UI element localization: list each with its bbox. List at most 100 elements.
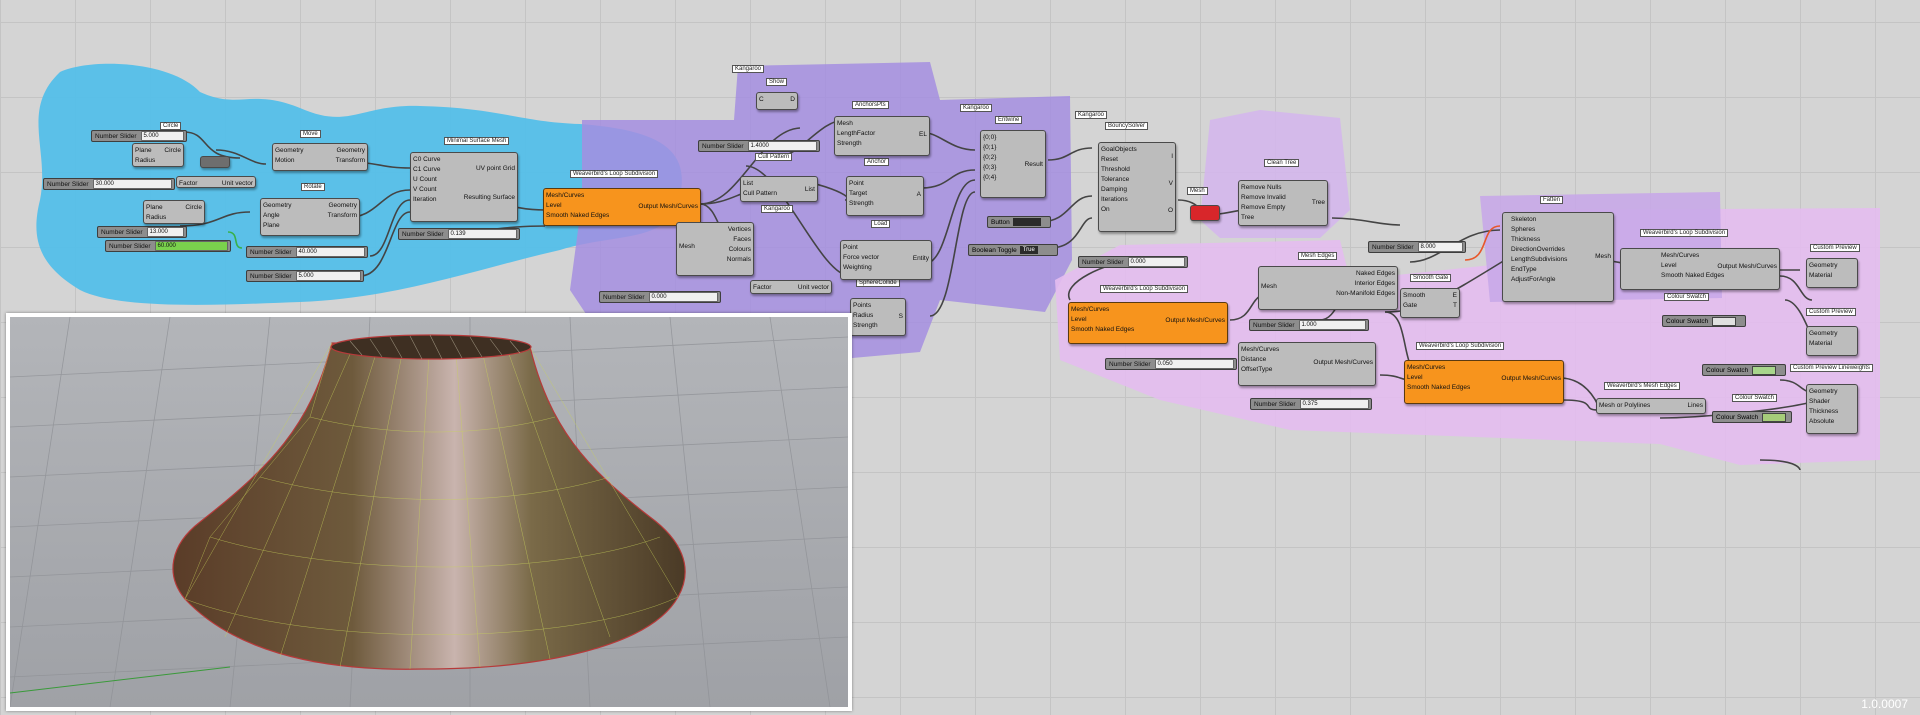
rhino-viewport[interactable] (6, 313, 852, 711)
slider-value[interactable]: 40.000 (295, 247, 365, 257)
component-weaverbird-edges[interactable]: Mesh or Polylines Lines (1596, 398, 1706, 414)
label-load: Load (871, 220, 891, 228)
colour-swatch[interactable]: Colour Swatch (1712, 411, 1792, 423)
slider-value[interactable]: 30.000 (92, 179, 172, 189)
slider-value[interactable]: 1.000 (1298, 320, 1366, 330)
input-param: Level (1071, 316, 1087, 323)
slider-value[interactable]: 0.050 (1154, 359, 1234, 369)
output-param: Mesh (1595, 253, 1611, 260)
slider-value[interactable]: 8.000 (1417, 242, 1463, 252)
output-param: Non-Manifold Edges (1336, 290, 1395, 297)
input-param: Weighting (843, 264, 872, 271)
slider-value[interactable]: 60.000 (154, 241, 228, 251)
input-param: Strength (853, 322, 878, 329)
component-mesh-param[interactable] (1190, 205, 1220, 221)
colour-swatch[interactable]: Colour Swatch (1662, 315, 1746, 327)
slider-value[interactable]: 0.000 (648, 292, 718, 302)
input-param: OffsetType (1241, 366, 1273, 373)
label-swatch1: Colour Swatch (1664, 293, 1710, 301)
input-param: Mesh (837, 120, 853, 127)
output-param: D (790, 96, 795, 103)
slider-value[interactable]: 5.000 (295, 271, 361, 281)
input-param: C0 Curve (413, 156, 441, 163)
button-face[interactable] (1012, 218, 1041, 226)
slider-value[interactable]: 5.000 (140, 131, 184, 141)
input-param: Motion (275, 157, 295, 164)
slider-value[interactable]: 1.4000 (747, 141, 817, 151)
slider-label: Number Slider (250, 248, 292, 256)
slider-value[interactable]: 0.000 (1127, 257, 1185, 267)
component-unit-vector[interactable]: Factor Unit vector (750, 280, 832, 294)
input-param: Thickness (1809, 408, 1839, 415)
output-param: Geometry (328, 202, 357, 209)
slider-value[interactable]: 13.000 (146, 227, 184, 237)
input-param: {0;2} (983, 154, 997, 161)
label-anchor: Anchor (864, 158, 890, 166)
input-param: Mesh/Curves (546, 192, 585, 199)
input-param: Factor (753, 284, 772, 291)
input-param: Skeleton (1511, 216, 1537, 223)
input-param: Gate (1403, 302, 1418, 309)
output-param: Result (1024, 161, 1043, 168)
component-show[interactable]: C D (756, 92, 798, 110)
swatch-color[interactable] (1762, 412, 1787, 422)
swatch-color[interactable] (1752, 365, 1777, 375)
slider-value[interactable]: 0.375 (1299, 399, 1369, 409)
component-unit-vector[interactable]: Factor Unit vector (176, 176, 256, 188)
output-param: Circle (164, 147, 181, 154)
input-param: V Count (413, 186, 437, 193)
input-param: {0;4} (983, 174, 997, 181)
input-param: List (743, 180, 754, 187)
slider-value[interactable]: 0.139 (447, 229, 517, 239)
toggle-value[interactable]: True (1019, 246, 1038, 254)
input-param: Absolute (1809, 418, 1835, 425)
component-unit-z[interactable] (200, 156, 230, 168)
component-entwine[interactable]: {0;0}{0;1}{0;2}{0;3}{0;4} Result (980, 130, 1046, 198)
input-param: Point (843, 244, 858, 251)
swatch-color[interactable] (1712, 316, 1737, 326)
button-component[interactable]: Button (987, 216, 1051, 228)
colour-swatch[interactable]: Colour Swatch (1702, 364, 1786, 376)
output-param: S (898, 313, 903, 320)
